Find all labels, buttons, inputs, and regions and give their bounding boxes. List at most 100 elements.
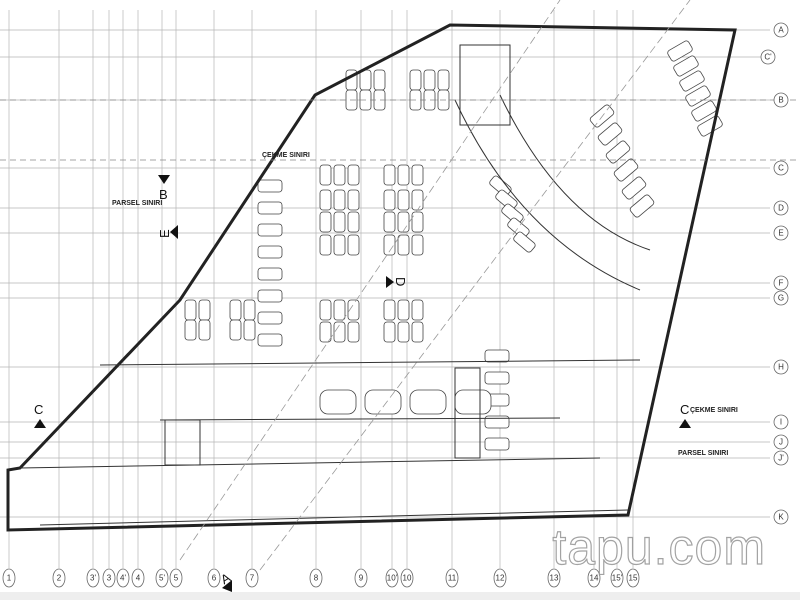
- svg-text:G: G: [778, 294, 784, 303]
- svg-text:J': J': [778, 454, 784, 463]
- parking-space: [319, 189, 332, 211]
- parking-space: [319, 299, 332, 321]
- svg-text:5: 5: [174, 574, 179, 583]
- section-marker-e: E: [157, 225, 178, 239]
- parking-space: [257, 333, 283, 347]
- parking-space: [437, 69, 450, 91]
- svg-text:6: 6: [212, 574, 217, 583]
- parking-space: [383, 299, 396, 321]
- parking-space: [347, 234, 360, 256]
- svg-text:15': 15': [612, 574, 623, 583]
- grid-column-label: 5: [169, 568, 183, 588]
- setback-label-top: ÇEKME SINIRI: [262, 152, 310, 159]
- parking-space: [411, 211, 424, 233]
- parking-space: [383, 164, 396, 186]
- parking-space: [347, 164, 360, 186]
- grid-column-label: 15: [626, 568, 640, 588]
- parking-space: [605, 140, 631, 164]
- parking-space: [411, 234, 424, 256]
- grid-column-label: 14: [587, 568, 601, 588]
- section-marker-c-right: C: [679, 402, 691, 428]
- parking-space: [373, 69, 386, 91]
- parking-space: [484, 371, 510, 385]
- parking-space: [383, 234, 396, 256]
- grid-row-label: I: [773, 414, 789, 430]
- parking-space: [333, 164, 346, 186]
- parking-space: [243, 299, 256, 321]
- grid-row-label: J': [773, 450, 789, 466]
- grid-column-label: 1: [2, 568, 16, 588]
- parking-space: [397, 234, 410, 256]
- svg-text:H: H: [778, 363, 784, 372]
- parking-space: [383, 211, 396, 233]
- grid-row-label: C': [760, 49, 776, 65]
- parking-space: [489, 175, 512, 197]
- grid-column-label: 2: [52, 568, 66, 588]
- parking-space: [411, 189, 424, 211]
- svg-text:I: I: [780, 418, 782, 427]
- parking-space: [333, 321, 346, 343]
- parking-space: [597, 122, 623, 146]
- svg-text:7: 7: [250, 574, 255, 583]
- svg-text:C: C: [680, 402, 689, 417]
- svg-text:2: 2: [57, 574, 62, 583]
- grid-column-label: 6: [207, 568, 221, 588]
- parking-space: [397, 321, 410, 343]
- svg-text:9: 9: [359, 574, 364, 583]
- parking-space: [257, 179, 283, 193]
- parking-space: [333, 189, 346, 211]
- parking-space: [409, 69, 422, 91]
- parking-space: [257, 201, 283, 215]
- svg-text:3': 3': [90, 574, 96, 583]
- tapu-watermark-logo: tapu.com: [552, 518, 766, 575]
- svg-text:K: K: [778, 513, 784, 522]
- svg-text:A: A: [778, 26, 784, 35]
- svg-text:D: D: [393, 277, 408, 286]
- grid-column-label: 12: [493, 568, 507, 588]
- grid-column-label: 9: [354, 568, 368, 588]
- parking-space: [347, 299, 360, 321]
- svg-text:E: E: [778, 229, 783, 238]
- parking-space: [513, 231, 536, 253]
- parking-space: [621, 176, 647, 200]
- grid-row-label: A: [773, 22, 789, 38]
- parking-space: [347, 321, 360, 343]
- svg-text:C: C: [34, 402, 43, 417]
- section-marker-c-left: C: [34, 402, 46, 428]
- parking-space: [184, 299, 197, 321]
- parking-space: [333, 299, 346, 321]
- parking-space: [411, 299, 424, 321]
- svg-text:10': 10': [387, 574, 398, 583]
- parking-space: [423, 69, 436, 91]
- svg-text:8: 8: [314, 574, 319, 583]
- parking-space: [495, 189, 518, 211]
- grid-column-label: 10: [400, 568, 414, 588]
- parking-space: [257, 245, 283, 259]
- parking-space: [229, 319, 242, 341]
- grid-column-label: 8: [309, 568, 323, 588]
- svg-text:11: 11: [448, 574, 457, 583]
- parking-space: [383, 321, 396, 343]
- parking-space: [484, 349, 510, 363]
- svg-text:D: D: [778, 204, 784, 213]
- svg-text:13: 13: [550, 574, 559, 583]
- parking-space: [673, 55, 699, 77]
- svg-text:J: J: [779, 438, 783, 447]
- grid-row-label: D: [773, 200, 789, 216]
- parking-space: [691, 100, 717, 122]
- parking-space: [629, 194, 655, 218]
- grid-column-label: 7: [245, 568, 259, 588]
- parking-space: [319, 321, 332, 343]
- parking-space: [257, 311, 283, 325]
- svg-text:12: 12: [496, 574, 505, 583]
- svg-text:E: E: [157, 229, 172, 238]
- grid-column-label: 11: [445, 568, 459, 588]
- section-marker-d: D: [386, 276, 408, 288]
- parking-space: [319, 389, 357, 415]
- building-walls: [0, 0, 800, 571]
- parking-space: [364, 389, 402, 415]
- parking-space: [397, 211, 410, 233]
